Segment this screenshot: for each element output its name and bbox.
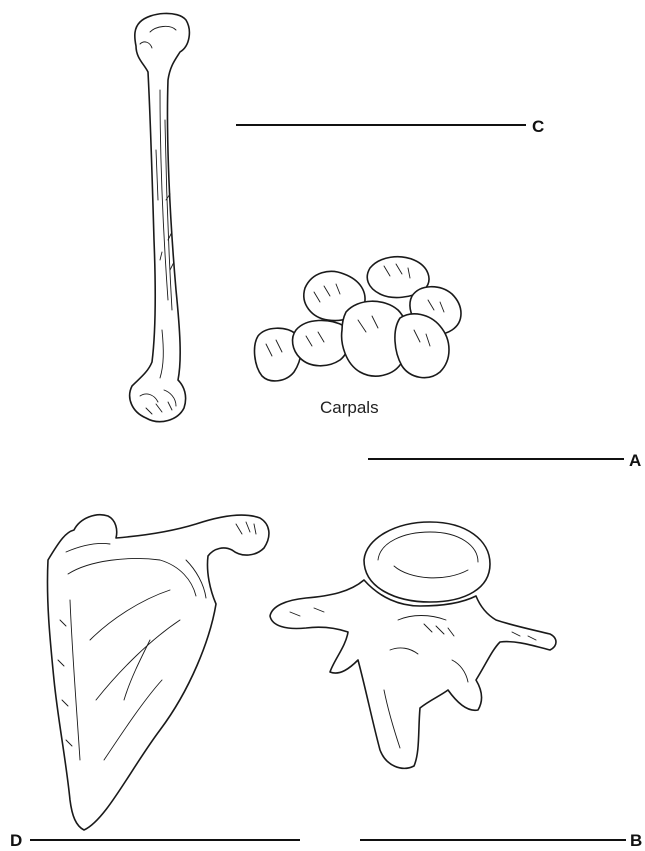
carpals-drawing xyxy=(255,257,461,381)
scapula-drawing xyxy=(47,515,268,830)
label-b: B xyxy=(630,832,642,849)
label-c: C xyxy=(532,118,544,135)
carpals-caption: Carpals xyxy=(320,398,379,418)
label-d: D xyxy=(10,832,22,849)
vertebra-drawing xyxy=(270,522,556,768)
long-bone-drawing xyxy=(130,13,190,421)
label-a: A xyxy=(629,452,641,469)
answer-line-c[interactable] xyxy=(236,124,526,126)
answer-line-a[interactable] xyxy=(368,458,624,460)
answer-line-d[interactable] xyxy=(30,839,300,841)
answer-line-b[interactable] xyxy=(360,839,626,841)
